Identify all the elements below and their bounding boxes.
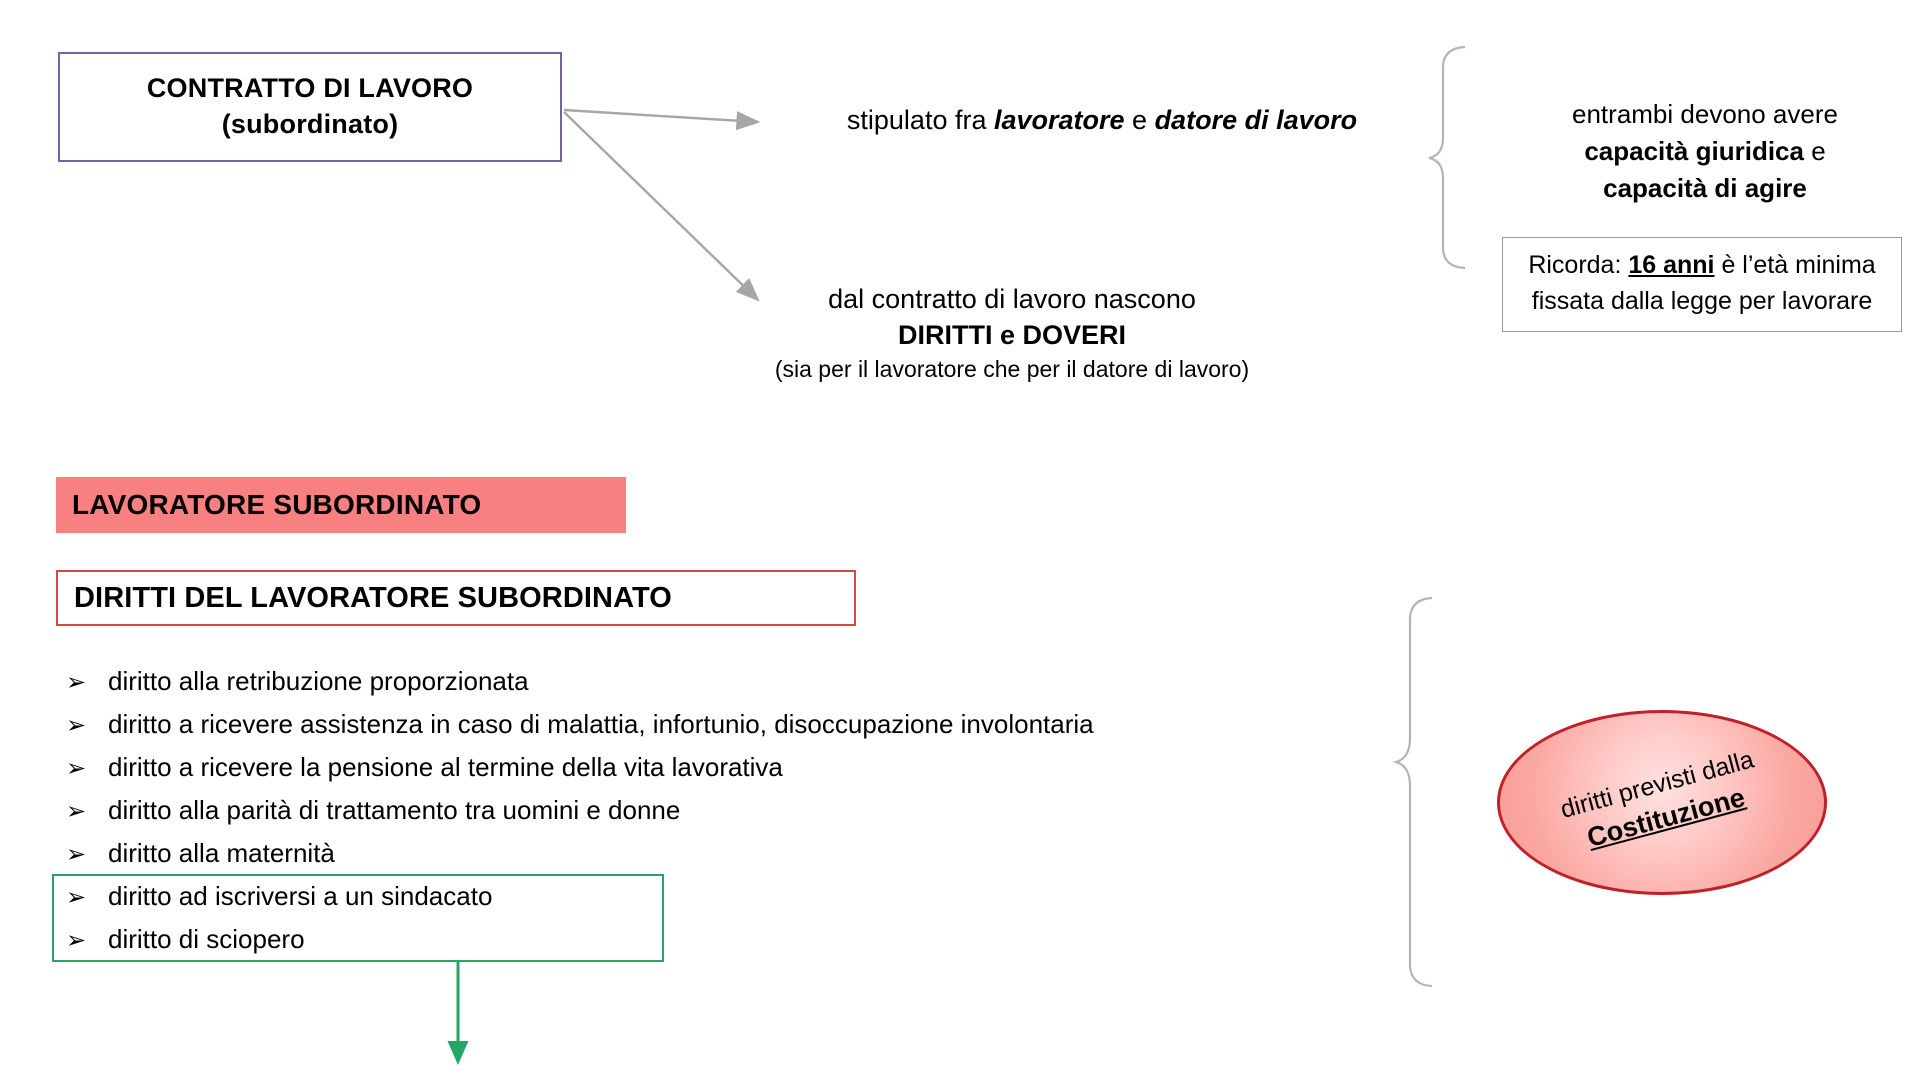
ricorda-age-highlight: 16 anni bbox=[1628, 251, 1715, 279]
stipulato-party-employer: datore di lavoro bbox=[1154, 105, 1358, 135]
lavoratore-subordinato-banner: LAVORATORE SUBORDINATO bbox=[56, 477, 626, 533]
contract-box: CONTRATTO DI LAVORO (subordinato) bbox=[58, 52, 562, 162]
list-item: ➢ diritto di sciopero bbox=[60, 918, 1400, 961]
list-item: ➢ diritto alla maternità bbox=[60, 832, 1400, 875]
arrow-to-stipulato bbox=[563, 108, 761, 131]
contract-box-line2: (subordinato) bbox=[221, 109, 399, 139]
capacita-di-agire: capacità di agire bbox=[1603, 172, 1807, 203]
stipulato-prefix: stipulato fra bbox=[846, 105, 994, 135]
arrow-bullet-icon: ➢ bbox=[66, 884, 87, 911]
diritti-doveri-branch: dal contratto di lavoro nascono DIRITTI … bbox=[762, 282, 1262, 385]
diritti-doveri-note: (sia per il lavoratore che per il datore… bbox=[774, 356, 1250, 383]
capacita-line3: capacità di agire bbox=[1510, 170, 1900, 207]
arrow-bullet-icon: ➢ bbox=[66, 669, 87, 696]
diritti-doveri-line1: dal contratto di lavoro nascono bbox=[828, 284, 1196, 314]
stipulato-party-worker: lavoratore bbox=[993, 105, 1125, 135]
list-item-label: diritto ad iscriversi a un sindacato bbox=[108, 881, 493, 911]
brace-capacita bbox=[1428, 45, 1466, 270]
arrow-bullet-icon: ➢ bbox=[66, 798, 87, 825]
list-item-label: diritto alla parità di trattamento tra u… bbox=[108, 795, 681, 825]
arrow-bullet-icon: ➢ bbox=[66, 927, 87, 954]
stipulato-branch-text: stipulato fra lavoratore e datore di lav… bbox=[782, 103, 1422, 138]
sindacato-sciopero-group-box bbox=[52, 874, 664, 962]
arrow-bullet-icon: ➢ bbox=[66, 712, 87, 739]
list-item: ➢ diritto alla retribuzione proporzionat… bbox=[60, 660, 1400, 703]
stipulato-conjunction: e bbox=[1124, 105, 1155, 135]
lavoratore-banner-label: LAVORATORE SUBORDINATO bbox=[72, 489, 482, 520]
capacita-giuridica: capacità giuridica bbox=[1584, 135, 1804, 166]
contract-box-line1: CONTRATTO DI LAVORO bbox=[146, 73, 474, 104]
ricorda-box: Ricorda: 16 anni è l’età minima fissata … bbox=[1502, 237, 1902, 332]
diritti-doveri-line2: DIRITTI e DOVERI bbox=[897, 319, 1127, 350]
list-item: ➢ diritto alla parità di trattamento tra… bbox=[60, 789, 1400, 832]
arrow-to-diritti-doveri bbox=[563, 111, 760, 302]
capacita-line1: entrambi devono avere bbox=[1572, 99, 1838, 129]
capacita-line2: capacità giuridica e bbox=[1510, 133, 1900, 170]
list-item-label: diritto di sciopero bbox=[108, 924, 305, 954]
list-item: ➢ diritto a ricevere la pensione al term… bbox=[60, 746, 1400, 789]
arrow-bullet-icon: ➢ bbox=[66, 755, 87, 782]
list-item-label: diritto alla maternità bbox=[108, 838, 335, 868]
capacita-note: entrambi devono avere capacità giuridica… bbox=[1510, 96, 1900, 207]
ricorda-prefix: Ricorda: bbox=[1528, 251, 1629, 279]
brace-rights-list bbox=[1392, 596, 1433, 988]
rights-list: ➢ diritto alla retribuzione proporzionat… bbox=[60, 660, 1400, 961]
ricorda-suffix: è l’età minima fissata dalla legge per l… bbox=[1531, 251, 1876, 315]
diritti-heading-label: DIRITTI DEL LAVORATORE SUBORDINATO bbox=[74, 581, 672, 614]
costituzione-ellipse-text: diritti previsti dalla Costituzione bbox=[1527, 735, 1796, 869]
diritti-heading-box: DIRITTI DEL LAVORATORE SUBORDINATO bbox=[56, 570, 856, 626]
list-item: ➢ diritto a ricevere assistenza in caso … bbox=[60, 703, 1400, 746]
list-item: ➢ diritto ad iscriversi a un sindacato bbox=[60, 875, 1400, 918]
list-item-label: diritto alla retribuzione proporzionata bbox=[108, 666, 529, 696]
capacita-conjunction: e bbox=[1803, 135, 1826, 166]
list-item-label: diritto a ricevere la pensione al termin… bbox=[108, 752, 783, 782]
list-item-label: diritto a ricevere assistenza in caso di… bbox=[108, 709, 1094, 739]
costituzione-ellipse: diritti previsti dalla Costituzione bbox=[1497, 710, 1827, 895]
arrow-bullet-icon: ➢ bbox=[66, 841, 87, 868]
